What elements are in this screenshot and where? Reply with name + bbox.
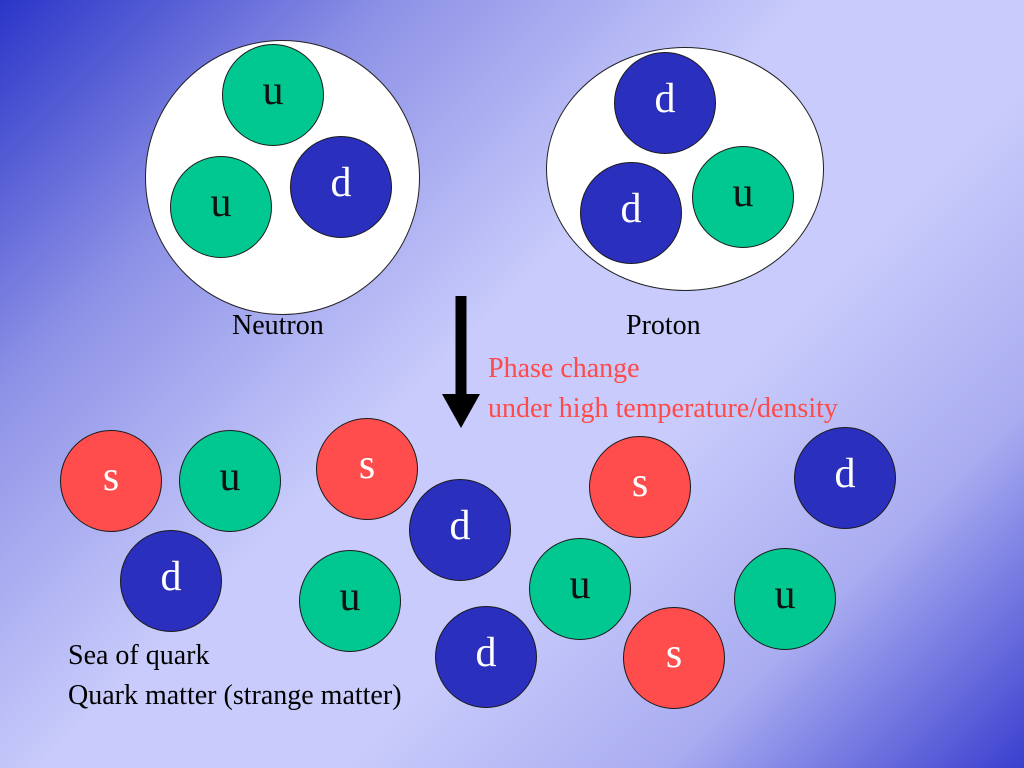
sea-caption-line1: Sea of quark: [68, 640, 210, 671]
neutron-quark-down: d: [290, 136, 392, 238]
neutron-label: Neutron: [232, 310, 324, 341]
sea-caption: Sea of quark Quark matter (strange matte…: [68, 636, 402, 716]
proton-quark-up: u: [692, 146, 794, 248]
sea-quark-strange: s: [316, 418, 418, 520]
sea-quark-up: u: [179, 430, 281, 532]
sea-quark-up: u: [299, 550, 401, 652]
phase-change-line2: under high temperature/density: [488, 393, 838, 424]
phase-change-line1: Phase change: [488, 353, 640, 384]
sea-quark-down: d: [409, 479, 511, 581]
proton-label: Proton: [626, 310, 701, 341]
neutron-quark-up-top: u: [222, 44, 324, 146]
neutron-quark-up-left: u: [170, 156, 272, 258]
sea-quark-up: u: [734, 548, 836, 650]
sea-quark-strange: s: [589, 436, 691, 538]
sea-quark-down: d: [435, 606, 537, 708]
sea-caption-line2: Quark matter (strange matter): [68, 680, 402, 711]
phase-change-text: Phase change under high temperature/dens…: [488, 349, 838, 429]
sea-quark-down: d: [794, 427, 896, 529]
sea-quark-strange: s: [60, 430, 162, 532]
sea-quark-up: u: [529, 538, 631, 640]
proton-quark-down-bottom: d: [580, 162, 682, 264]
down-arrow-icon: [442, 296, 480, 428]
sea-quark-down: d: [120, 530, 222, 632]
proton-quark-down-top: d: [614, 52, 716, 154]
sea-quark-strange: s: [623, 607, 725, 709]
